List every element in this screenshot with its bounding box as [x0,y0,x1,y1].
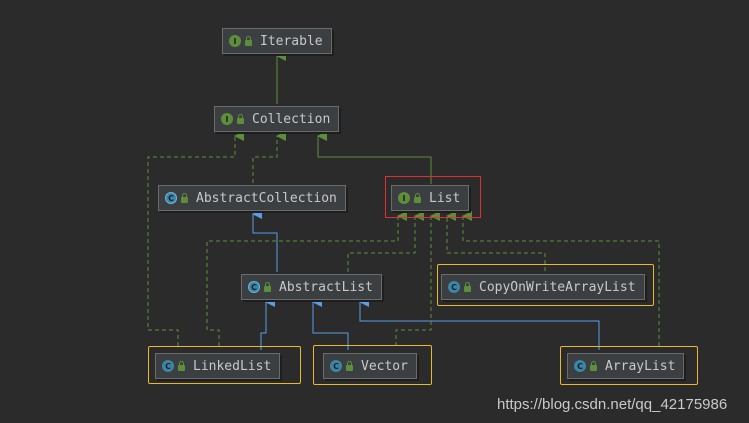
interface-icon: I [398,192,410,204]
lock-icon [237,114,244,124]
lock-icon [181,193,188,203]
node-label: AbstractCollection [196,190,337,206]
node-label: Collection [252,111,331,127]
node-abstract-collection[interactable]: C AbstractCollection [158,185,346,211]
edge-linkedlist-collection [147,131,244,346]
vector-highlight-box [313,345,432,385]
interface-icon: I [229,35,241,47]
node-label: Iterable [260,33,323,49]
node-abstract-list[interactable]: C AbstractList [241,274,382,300]
lock-icon [590,361,597,371]
watermark-text: https://blog.csdn.net/qq_42175986 [497,396,728,413]
class-icon: C [574,360,586,372]
abstract-class-icon: C [248,281,260,293]
arraylist-highlight-box [560,346,698,385]
list-highlight-box [385,176,481,218]
node-linked-list[interactable]: C LinkedList [155,353,281,379]
node-array-list[interactable]: C ArrayList [567,353,685,379]
class-icon: C [162,360,174,372]
abstract-class-icon: C [165,192,177,204]
node-list[interactable]: I List [391,185,470,211]
node-label: CopyOnWriteArrayList [479,279,636,295]
edge-list-collection [317,131,432,184]
node-copy-on-write-array-list[interactable]: C CopyOnWriteArrayList [441,274,645,300]
edge-arraylist-list [462,211,660,346]
lock-icon [264,282,271,292]
edge-copyonwrite-list [446,211,546,271]
edge-arraylist-abstractlist [359,297,600,350]
node-label: AbstractList [279,279,373,295]
edge-abstractlist-abstractcollection [252,209,278,272]
edge-vector-abstractlist [312,297,349,350]
node-label: ArrayList [605,358,676,374]
class-icon: C [330,360,342,372]
edge-linkedlist-abstractlist [260,297,275,350]
node-iterable[interactable]: I Iterable [222,28,332,54]
linkedlist-highlight-box [148,346,301,384]
edge-abstractcollection-collection [252,131,286,183]
interface-icon: I [221,113,233,125]
node-collection[interactable]: I Collection [214,106,340,132]
lock-icon [346,361,353,371]
node-label: Vector [361,358,408,374]
node-vector[interactable]: C Vector [323,353,417,379]
copyonwrite-highlight-box [437,264,654,306]
lock-icon [414,193,421,203]
edge-vector-list [395,211,440,346]
lock-icon [245,36,252,46]
node-label: List [429,190,461,206]
edge-abstractlist-list [347,211,424,272]
edge-linkedlist-list [206,211,407,346]
lock-icon [464,282,471,292]
lock-icon [178,361,185,371]
class-icon: C [448,281,460,293]
node-label: LinkedList [193,358,272,374]
